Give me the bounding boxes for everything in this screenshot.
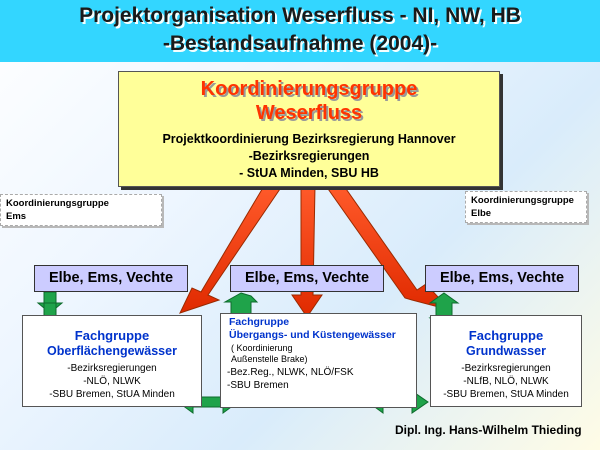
fg-center-line4: -SBU Bremen (227, 380, 289, 391)
red-arrow-left (179, 185, 283, 314)
author-signature: Dipl. Ing. Hans-Wilhelm Thieding (395, 423, 582, 437)
page-title: Projektorganisation Weserfluss - NI, NW,… (79, 4, 521, 27)
fg-left-title: Fachgruppe (74, 328, 150, 343)
project-coordination-line: Projektkoordinierung Bezirksregierung Ha… (162, 132, 456, 146)
kg-ems-name: Ems (6, 211, 27, 222)
fg-left-line3: -SBU Bremen, StUA Minden (49, 389, 175, 400)
elbe-ems-vechte-box-right: Elbe, Ems, Vechte (425, 265, 579, 292)
fg-left-line1: -Bezirksregierungen (67, 363, 157, 374)
fg-right-line1: -Bezirksregierungen (461, 363, 551, 374)
kg-elbe-label: Koordinierungsgruppe (471, 195, 574, 206)
working-group-surface-water-box: Fachgruppe Oberflächengewässer -Bezirksr… (22, 315, 202, 407)
fg-center-line2: Außenstelle Brake) (231, 354, 308, 364)
fg-center-subtitle: Übergangs- und Küstengewässer (229, 329, 396, 341)
fg-right-subtitle: Grundwasser (466, 344, 546, 358)
fg-center-title: Fachgruppe (229, 316, 290, 328)
working-group-groundwater-box: Fachgruppe Grundwasser -Bezirksregierung… (430, 315, 582, 407)
fg-left-subtitle: Oberflächengewässer (47, 344, 177, 358)
page-subtitle: -Bestandsaufnahme (2004)- (162, 32, 438, 55)
kg-elbe-name: Elbe (471, 208, 492, 219)
title-bar: Projektorganisation Weserfluss - NI, NW,… (0, 0, 600, 62)
fg-right-line2: -NLfB, NLÖ, NLWK (463, 376, 549, 387)
stua-sbu-line: - StUA Minden, SBU HB (239, 166, 379, 180)
fg-left-line2: -NLÖ, NLWK (83, 376, 141, 387)
kg-ems-label: Koordinierungsgruppe (6, 198, 109, 209)
weserfluss-title: Weserfluss (255, 102, 363, 124)
red-arrow-center (291, 185, 323, 318)
district-governments-line: -Bezirksregierungen (248, 149, 370, 163)
coordination-group-ems-box: Koordinierungsgruppe Ems (0, 194, 162, 226)
fg-center-line3: -Bez.Reg., NLWK, NLÖ/FSK (227, 367, 354, 378)
fg-right-title: Fachgruppe (468, 328, 544, 343)
fg-center-line1: ( Koordinierung (231, 343, 293, 353)
coordination-group-weserfluss-box: Koordinierungsgruppe Weserfluss Projektk… (118, 71, 500, 187)
elbe-ems-vechte-box-center: Elbe, Ems, Vechte (230, 265, 384, 292)
fg-right-line3: -SBU Bremen, StUA Minden (443, 389, 569, 400)
coordination-group-title: Koordinierungsgruppe (200, 78, 418, 100)
elbe-ems-vechte-box-left: Elbe, Ems, Vechte (34, 265, 188, 292)
coordination-group-elbe-box: Koordinierungsgruppe Elbe (465, 191, 587, 223)
working-group-transitional-coastal-water-box: Fachgruppe Übergangs- und Küstengewässer… (220, 313, 417, 408)
